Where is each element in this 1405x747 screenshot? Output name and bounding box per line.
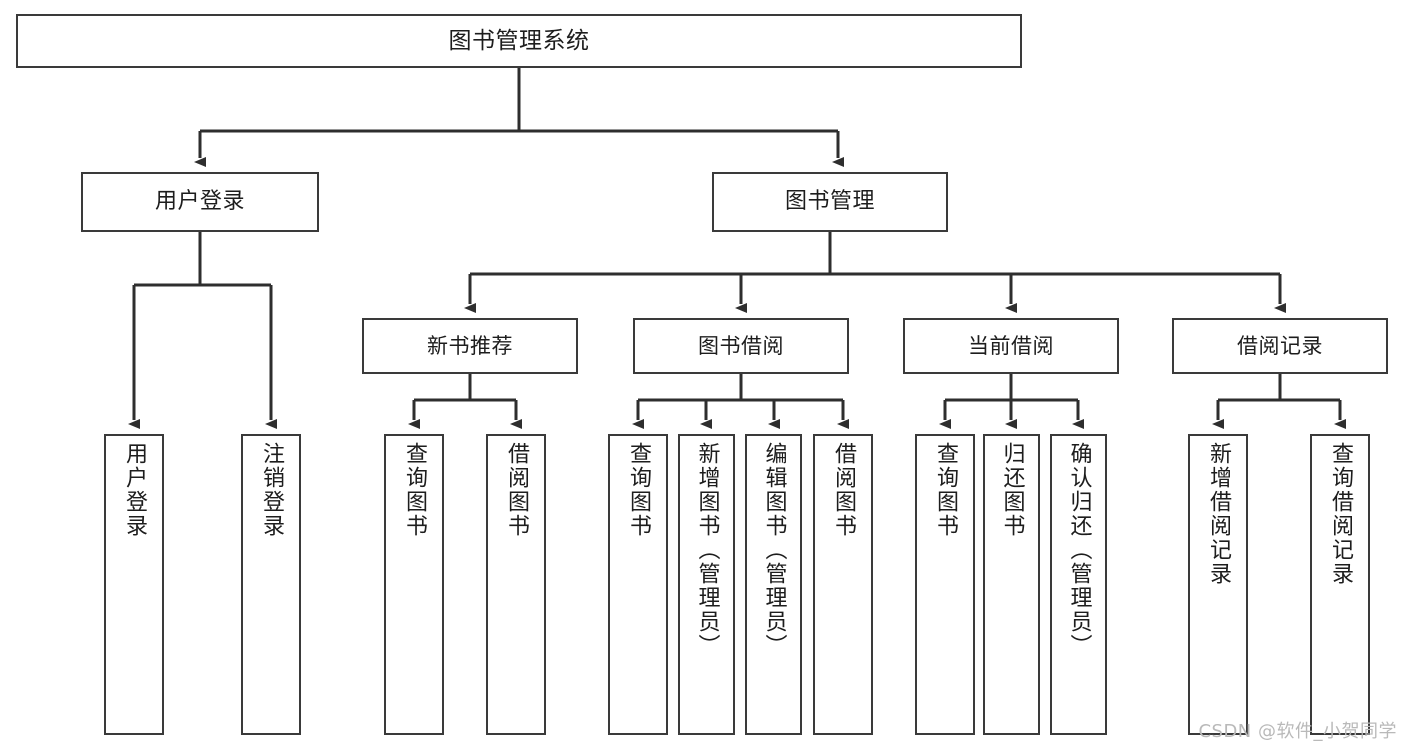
leaf-query-borrow-record[interactable]: 查询借阅记录 — [1310, 434, 1370, 735]
leaf-return-book[interactable]: 归还图书 — [983, 434, 1040, 735]
leaf-borrow-book[interactable]: 借阅图书 — [813, 434, 873, 735]
node-new-book-recommend[interactable]: 新书推荐 — [362, 318, 578, 374]
leaf-borrow-book-recommend[interactable]: 借阅图书 — [486, 434, 546, 735]
leaf-query-book-recommend-label: 查询图书 — [401, 442, 427, 538]
node-new-book-recommend-label: 新书推荐 — [427, 333, 513, 358]
leaf-edit-book-admin[interactable]: 编辑图书（管理员） — [745, 434, 802, 735]
watermark: CSDN @软件_小贺同学 — [1198, 721, 1397, 742]
node-current-borrow-label: 当前借阅 — [968, 333, 1054, 358]
leaf-logout[interactable]: 注销登录 — [241, 434, 301, 735]
leaf-add-book-admin-label: 新增图书（管理员） — [694, 442, 720, 658]
node-book-borrow-label: 图书借阅 — [698, 333, 784, 358]
node-book-borrow[interactable]: 图书借阅 — [633, 318, 849, 374]
leaf-return-book-label: 归还图书 — [999, 442, 1025, 538]
leaf-query-book-recommend[interactable]: 查询图书 — [384, 434, 444, 735]
leaf-confirm-return-admin-label: 确认归还（管理员） — [1066, 442, 1092, 658]
node-borrow-record-label: 借阅记录 — [1237, 333, 1323, 358]
leaf-user-login-label: 用户登录 — [121, 442, 147, 538]
node-root[interactable]: 图书管理系统 — [16, 14, 1022, 68]
node-book-management[interactable]: 图书管理 — [712, 172, 948, 232]
leaf-borrow-book-label: 借阅图书 — [830, 442, 856, 538]
leaf-edit-book-admin-label: 编辑图书（管理员） — [761, 442, 787, 658]
leaf-query-book-current-label: 查询图书 — [932, 442, 958, 538]
node-root-label: 图书管理系统 — [448, 27, 590, 54]
leaf-confirm-return-admin[interactable]: 确认归还（管理员） — [1050, 434, 1107, 735]
node-user-login[interactable]: 用户登录 — [81, 172, 319, 232]
leaf-logout-label: 注销登录 — [258, 442, 284, 538]
leaf-query-book-borrow[interactable]: 查询图书 — [608, 434, 668, 735]
leaf-user-login[interactable]: 用户登录 — [104, 434, 164, 735]
leaf-borrow-book-recommend-label: 借阅图书 — [503, 442, 529, 538]
leaf-add-book-admin[interactable]: 新增图书（管理员） — [678, 434, 735, 735]
leaf-add-borrow-record-label: 新增借阅记录 — [1205, 442, 1231, 586]
node-current-borrow[interactable]: 当前借阅 — [903, 318, 1119, 374]
node-borrow-record[interactable]: 借阅记录 — [1172, 318, 1388, 374]
leaf-query-book-borrow-label: 查询图书 — [625, 442, 651, 538]
leaf-query-book-current[interactable]: 查询图书 — [915, 434, 975, 735]
leaf-add-borrow-record[interactable]: 新增借阅记录 — [1188, 434, 1248, 735]
node-book-management-label: 图书管理 — [784, 189, 875, 215]
leaf-query-borrow-record-label: 查询借阅记录 — [1327, 442, 1353, 586]
node-user-login-label: 用户登录 — [154, 189, 245, 215]
